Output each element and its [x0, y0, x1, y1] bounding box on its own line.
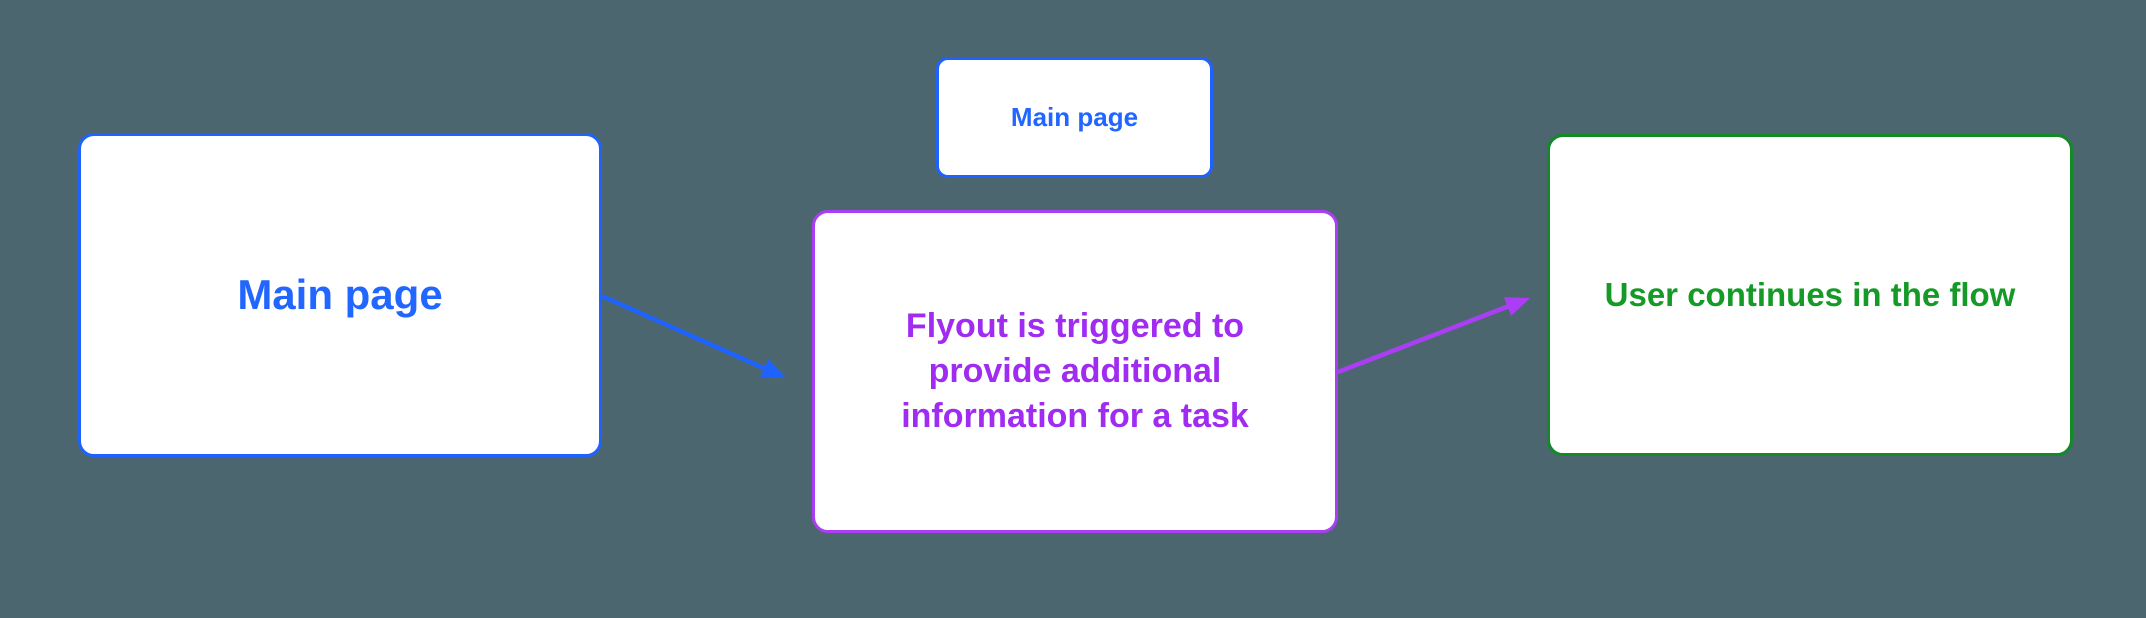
arrow-main-to-flyout-head: [760, 359, 786, 378]
node-main-page-label: Main page: [237, 271, 443, 318]
node-main-page: Main page: [78, 133, 602, 457]
node-flyout-label: Flyout is triggered to provide additiona…: [901, 307, 1249, 435]
arrow-main-to-flyout: [601, 293, 786, 378]
node-user-continues-label: User continues in the flow: [1604, 276, 2016, 313]
arrow-flyout-to-user-head: [1504, 297, 1530, 316]
arrow-flyout-to-user: [1337, 297, 1530, 375]
node-user-continues: User continues in the flow: [1547, 134, 2073, 456]
arrow-main-to-flyout-line: [601, 293, 769, 373]
node-flyout: Flyout is triggered to provide additiona…: [812, 210, 1338, 533]
arrow-flyout-to-user-line: [1337, 303, 1510, 375]
node-main-page-mini-label: Main page: [1010, 102, 1139, 132]
node-main-page-mini: Main page: [936, 57, 1213, 178]
